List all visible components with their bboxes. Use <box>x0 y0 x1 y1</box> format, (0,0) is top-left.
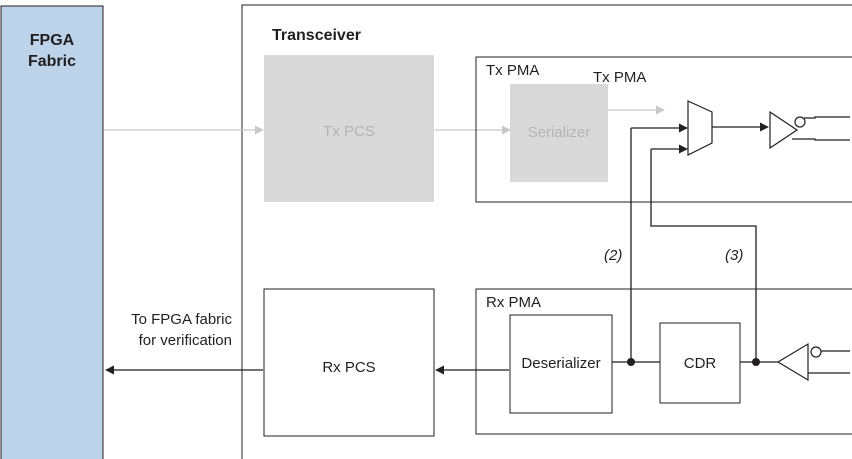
output-note-line2: for verification <box>139 332 232 349</box>
tx-driver-buffer <box>769 110 799 150</box>
tx-mux <box>687 100 713 156</box>
rx-pma-box-label: Rx PMA <box>486 294 541 311</box>
output-note-line1: To FPGA fabric <box>131 311 232 328</box>
serializer-block <box>510 84 608 182</box>
cdr-block <box>659 322 741 404</box>
loopback-label-2: (2) <box>604 247 622 264</box>
cdr-label: CDR <box>684 355 717 372</box>
deserializer-block <box>509 314 613 414</box>
tx-pcs-label: Tx PCS <box>323 123 375 140</box>
rx-pcs-label: Rx PCS <box>322 359 375 376</box>
tx-pma-box-label: Tx PMA <box>486 62 539 79</box>
tx-output-n <box>792 138 850 141</box>
loopback-path-3 <box>650 149 757 362</box>
rx-pma-box <box>475 288 852 435</box>
fpga-title-line2: Fabric <box>28 53 76 70</box>
deserializer-label: Deserializer <box>521 355 600 372</box>
tx-pma-box <box>475 56 852 203</box>
fpga-title-line1: FPGA <box>30 32 75 49</box>
tx-pma-path-label: Tx PMA <box>593 69 646 86</box>
rx-input-buffer <box>776 342 809 382</box>
fpga-fabric-block <box>0 5 104 459</box>
transceiver-title: Transceiver <box>272 27 361 44</box>
tx-pcs-block <box>264 55 434 202</box>
rx-buffer-inversion-bubble <box>810 346 822 358</box>
tx-output-p <box>804 116 850 119</box>
junction-dot-3 <box>752 358 760 366</box>
junction-dot-2 <box>627 358 635 366</box>
serializer-label: Serializer <box>528 124 591 141</box>
loopback-label-3: (3) <box>725 247 743 264</box>
transceiver-boundary <box>241 4 852 459</box>
tx-driver-inversion-bubble <box>794 116 806 128</box>
rx-pcs-block <box>263 288 435 437</box>
